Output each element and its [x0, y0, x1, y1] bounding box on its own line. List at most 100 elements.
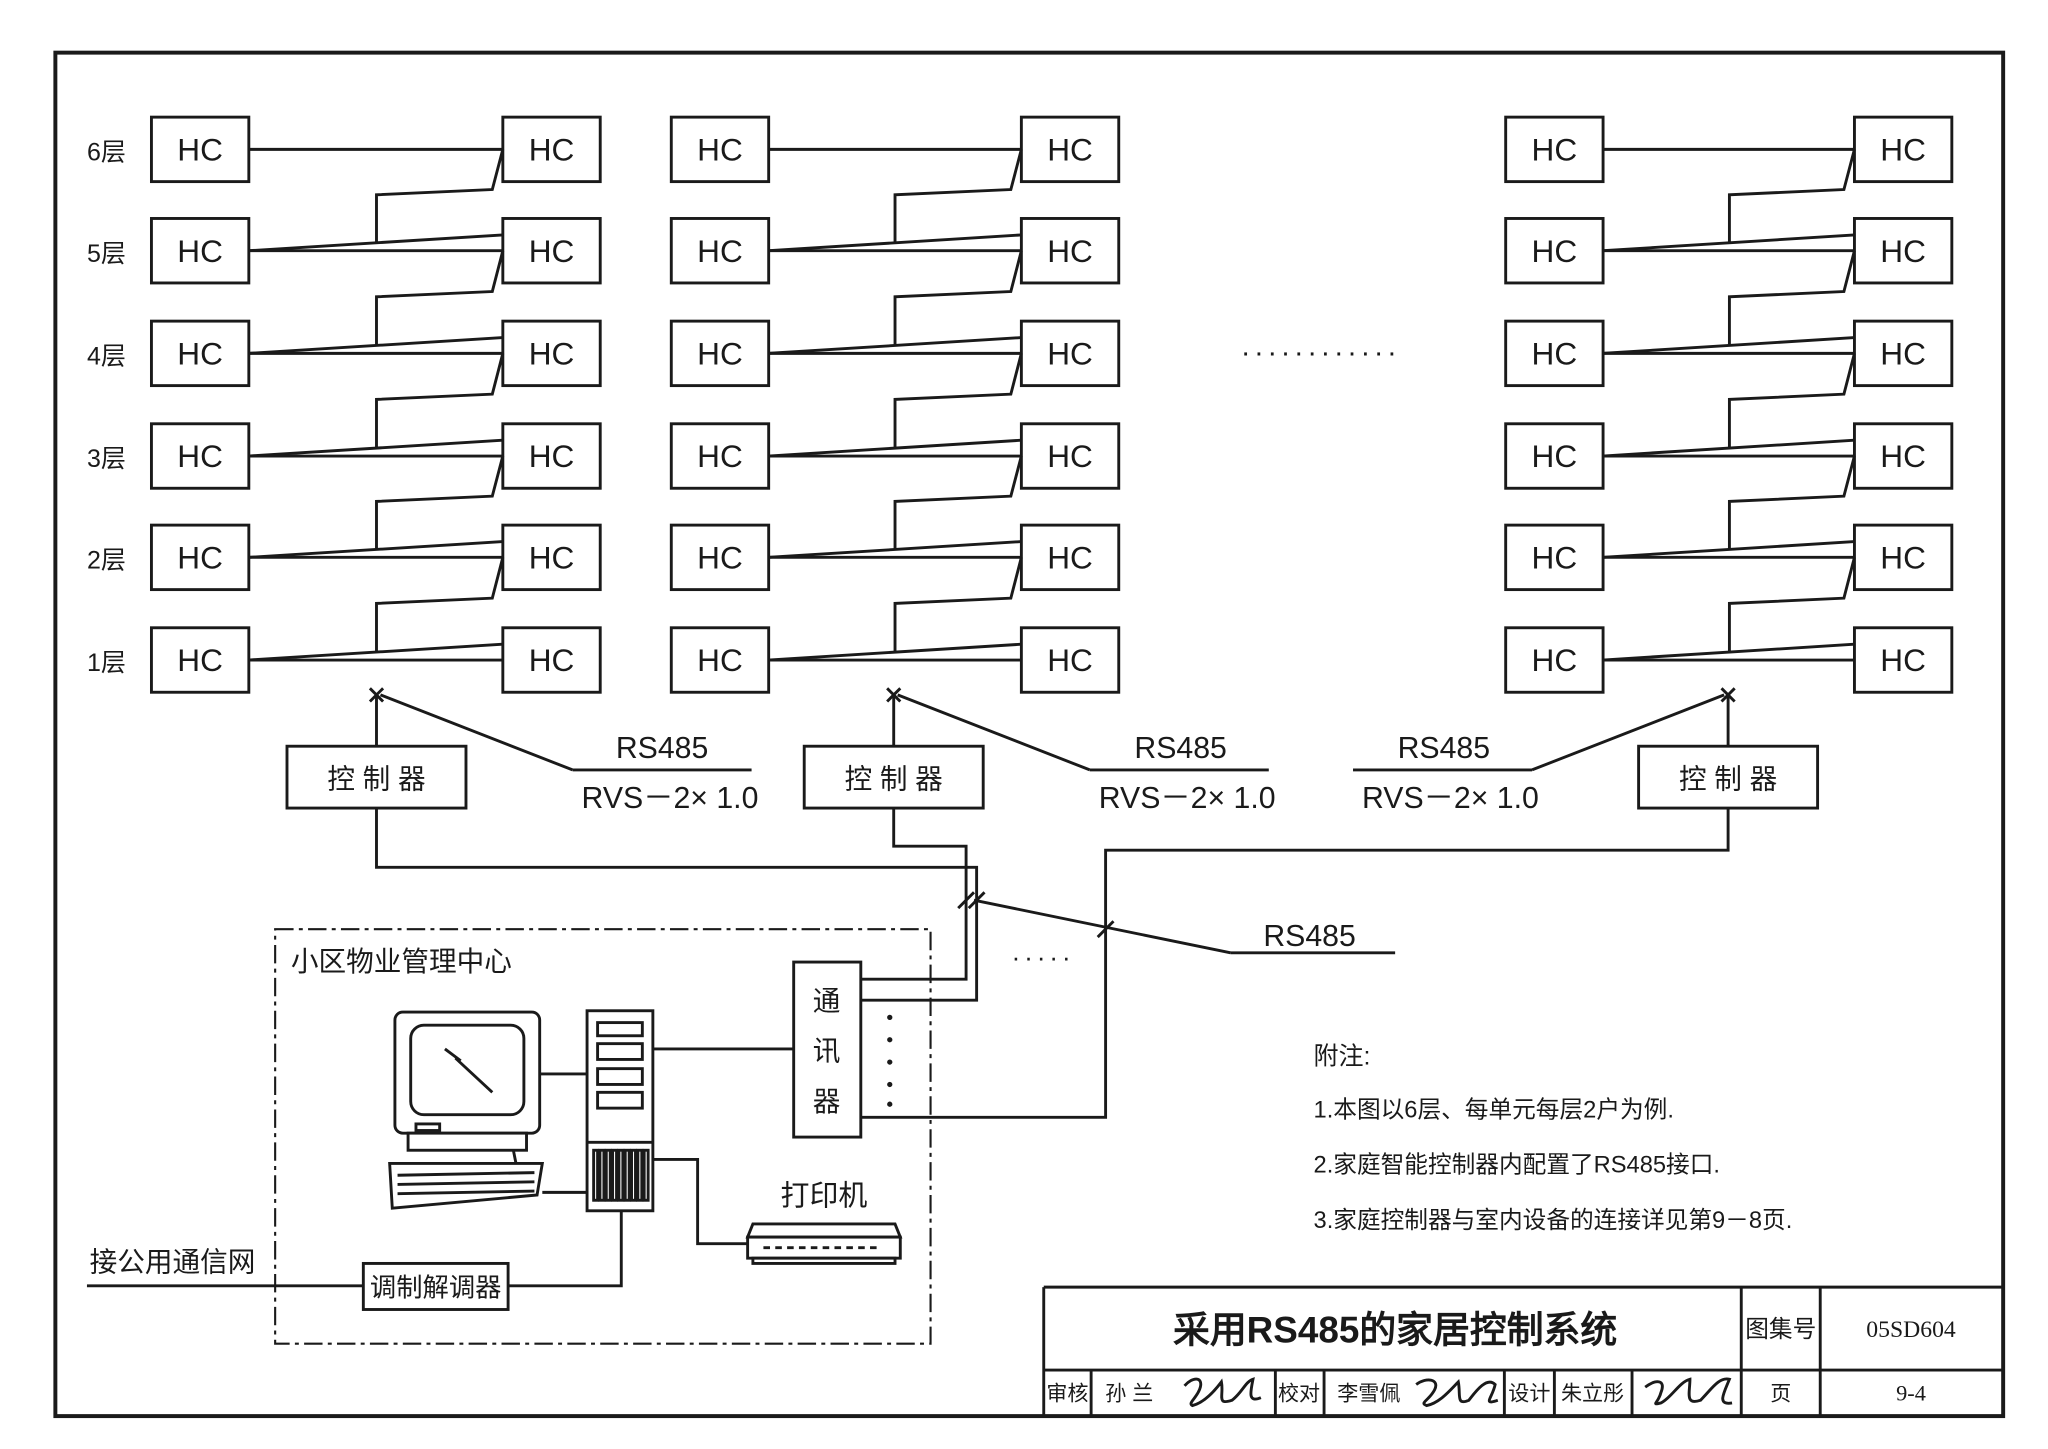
hc-label: HC: [529, 233, 575, 269]
hc-box: [501, 523, 602, 592]
hc-label: HC: [1532, 233, 1578, 269]
computer-tower-icon: [585, 1009, 655, 1213]
hc-box: [1019, 523, 1121, 592]
hc-riser: [893, 455, 1023, 550]
hc-label: HC: [1532, 540, 1578, 576]
tower-vent: [636, 1148, 644, 1202]
check-label: 校对: [1278, 1381, 1320, 1405]
hc-label: HC: [1532, 336, 1578, 372]
hc-box: [1852, 523, 1954, 592]
hc-label: HC: [1047, 540, 1093, 576]
reviewer-name: 孙 兰: [1105, 1381, 1153, 1405]
hc-label: HC: [697, 132, 743, 168]
hc-label: HC: [1532, 438, 1578, 474]
hc-label: HC: [1880, 336, 1926, 372]
hc-riser: [375, 556, 505, 653]
hc-label: HC: [697, 540, 743, 576]
controller-label: 控 制 器: [327, 763, 425, 794]
hc-label: HC: [177, 336, 223, 372]
checker-name: 李雪佩: [1337, 1381, 1400, 1405]
tower-vent: [617, 1148, 625, 1202]
hc-label: HC: [529, 540, 575, 576]
hc-box: [1852, 217, 1954, 285]
page-label: 页: [1770, 1382, 1791, 1405]
hc-riser: [893, 250, 1023, 346]
comm-char-2: 讯: [813, 1036, 841, 1067]
controller-unit-1: 控 制 器: [285, 744, 468, 810]
rs485-annotation-unit-3: RS485 RVS－2× 1.0: [1353, 693, 1725, 815]
hc-label: HC: [1880, 233, 1926, 269]
hc-riser: [1727, 149, 1856, 243]
hc-box: [1504, 217, 1605, 285]
public-network-label: 接公用通信网: [90, 1246, 256, 1277]
hc-box: [1852, 319, 1954, 388]
hc-label: HC: [529, 438, 575, 474]
rs485-annotation-unit-1: RS485 RVS－2× 1.0: [379, 693, 758, 815]
hc-riser: [893, 353, 1023, 449]
title-block: 采用RS485的家居控制系统 图集号 05SD604 审核 孙 兰 校对 李雪佩…: [1042, 1285, 2004, 1417]
hc-label: HC: [697, 233, 743, 269]
hc-riser: [1727, 455, 1856, 550]
hc-label: HC: [529, 132, 575, 168]
tower-vent: [592, 1148, 600, 1202]
hc-box: [669, 626, 771, 694]
note-item: 3.家庭控制器与室内设备的连接详见第9－8页.: [1314, 1207, 1793, 1234]
comm-char-3: 器: [813, 1086, 841, 1117]
hc-box: [501, 217, 602, 285]
hc-label: HC: [1047, 233, 1093, 269]
atlas-label: 图集号: [1745, 1316, 1816, 1343]
hc-riser: [1727, 353, 1856, 449]
hc-box: [149, 217, 251, 285]
comm-char-1: 通: [813, 986, 841, 1017]
reviewer-signature: [1183, 1377, 1262, 1408]
monitor-icon: [388, 1010, 545, 1210]
hc-riser: [375, 455, 505, 550]
hc-label: HC: [1047, 438, 1093, 474]
center-wiring: [86, 1047, 794, 1288]
review-label: 审核: [1046, 1381, 1088, 1405]
hc-box: [1852, 422, 1954, 490]
checker-signature: [1415, 1378, 1499, 1408]
cable-spec-label: RVS－2× 1.0: [1362, 782, 1539, 815]
tower-vent: [642, 1148, 650, 1202]
hc-label: HC: [1880, 642, 1926, 678]
cable-spec-label: RVS－2× 1.0: [1099, 782, 1276, 815]
hc-label: HC: [697, 642, 743, 678]
controller-uplinks: [368, 687, 1736, 747]
building-units: HC HC HC HC HC HC HC HC HC HC HC HC HC HC HC HC HC HC HC HC…: [87, 115, 1954, 694]
atlas-number: 05SD604: [1866, 1317, 1956, 1343]
note-item: 1.本图以6层、每单元每层2户为例.: [1314, 1096, 1674, 1123]
communicator-port-dots: [887, 1014, 893, 1107]
hc-box: [149, 626, 251, 694]
hc-label: HC: [177, 132, 223, 168]
designer-signature: [1644, 1377, 1733, 1406]
hc-box: [501, 319, 602, 388]
hc-label: HC: [177, 233, 223, 269]
page-number: 9-4: [1896, 1380, 1926, 1405]
bus-ellipsis: .....: [1012, 937, 1075, 967]
hc-label: HC: [529, 642, 575, 678]
hc-label: HC: [1047, 642, 1093, 678]
printer-label: 打印机: [781, 1181, 868, 1213]
hc-box: [1852, 626, 1954, 694]
hc-label: HC: [177, 540, 223, 576]
controller-unit-3: 控 制 器: [1637, 744, 1820, 810]
hc-box: [669, 422, 771, 490]
hc-box: [501, 422, 602, 490]
hc-riser: [375, 353, 505, 449]
hc-label: HC: [1880, 540, 1926, 576]
rs485-label: RS485: [1134, 732, 1227, 765]
communicator: 通 讯 器: [792, 960, 863, 1139]
controller-unit-2: 控 制 器: [802, 744, 985, 810]
tower-vent: [598, 1148, 606, 1202]
hc-label: HC: [1880, 438, 1926, 474]
hc-box: [669, 319, 771, 388]
hc-label: HC: [529, 336, 575, 372]
hc-label: HC: [177, 438, 223, 474]
rs485-label: RS485: [616, 732, 709, 765]
floor-label: 3层: [87, 445, 126, 473]
floor-label: 1层: [87, 649, 126, 677]
hc-box: [149, 523, 251, 592]
